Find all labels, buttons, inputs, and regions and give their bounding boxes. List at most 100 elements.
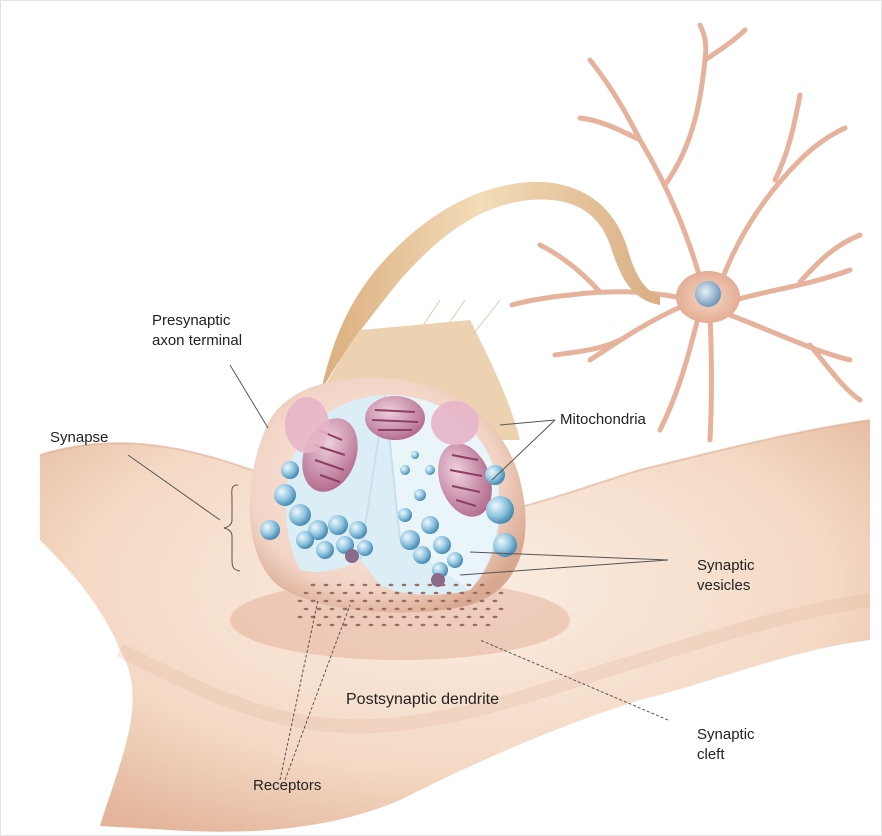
receptor-dot [363, 584, 368, 586]
receptor-dot [382, 624, 387, 626]
receptor-dot [486, 592, 491, 594]
receptor-dot [389, 600, 394, 602]
receptor-dot [356, 624, 361, 626]
receptor-dot [389, 584, 394, 586]
receptor-dot [460, 592, 465, 594]
receptor-dot [415, 600, 420, 602]
receptor-dot [460, 624, 465, 626]
receptor-dot [480, 600, 485, 602]
label-mitochondria: Mitochondria [560, 410, 646, 429]
receptor-dot [343, 592, 348, 594]
receptor-dot [389, 616, 394, 618]
receptor-dot [467, 600, 472, 602]
receptor-dot [454, 616, 459, 618]
receptor-dot [493, 600, 498, 602]
receptor-dot [317, 592, 322, 594]
receptor-dot [441, 616, 446, 618]
receptor-dot [486, 608, 491, 610]
label-presynaptic-line2: axon terminal [152, 331, 242, 350]
receptor-dot [486, 624, 491, 626]
receptor-dot [421, 592, 426, 594]
receptor-dot [480, 616, 485, 618]
receptor-dot [330, 608, 335, 610]
receptor-dot [343, 608, 348, 610]
receptor-dot [356, 608, 361, 610]
receptor-dot [324, 616, 329, 618]
receptor-dot [324, 584, 329, 586]
receptor-dot [382, 592, 387, 594]
receptor-dot [298, 616, 303, 618]
receptor-dot [395, 608, 400, 610]
receptor-dot [415, 616, 420, 618]
receptor-dot [369, 608, 374, 610]
label-presynaptic-line1: Presynaptic [152, 311, 230, 330]
receptor-dot [454, 600, 459, 602]
receptor-dot [330, 592, 335, 594]
receptor-dot [369, 592, 374, 594]
receptor-dot [467, 584, 472, 586]
receptor-dot [441, 600, 446, 602]
receptor-dot [402, 584, 407, 586]
receptor-dot [395, 592, 400, 594]
receptor-dot [441, 584, 446, 586]
receptor-dot [434, 624, 439, 626]
receptor-dot [350, 584, 355, 586]
receptor-dot [473, 592, 478, 594]
receptor-dot [408, 608, 413, 610]
receptor-dot [356, 592, 361, 594]
receptor-dot [311, 600, 316, 602]
label-cleft-line1: Synaptic [697, 725, 755, 744]
label-postsynaptic-dendrite: Postsynaptic dendrite [346, 690, 499, 709]
label-cleft-line2: cleft [697, 745, 725, 764]
receptor-dot [317, 624, 322, 626]
receptor-dot [499, 592, 504, 594]
receptor-dot [324, 600, 329, 602]
receptor-dot [395, 624, 400, 626]
receptor-dot [408, 592, 413, 594]
receptor-dot [337, 616, 342, 618]
receptor-dot [402, 616, 407, 618]
receptor-dot [428, 616, 433, 618]
receptor-dot [298, 600, 303, 602]
receptor-dot [317, 608, 322, 610]
receptor-dot [428, 584, 433, 586]
neuron [512, 25, 860, 440]
receptor-dot [454, 584, 459, 586]
receptor-dot [408, 624, 413, 626]
receptor-dot [376, 584, 381, 586]
receptor-dot [415, 584, 420, 586]
receptor-dot [382, 608, 387, 610]
receptor-dot [467, 616, 472, 618]
receptor-dot [460, 608, 465, 610]
label-receptors: Receptors [253, 776, 321, 795]
receptor-dot [369, 624, 374, 626]
receptor-dot [350, 616, 355, 618]
receptor-dot [330, 624, 335, 626]
label-vesicles-line2: vesicles [697, 576, 750, 595]
receptor-dot [493, 616, 498, 618]
receptor-dot [480, 584, 485, 586]
label-synapse: Synapse [50, 428, 108, 447]
receptor-dot [304, 608, 309, 610]
receptor-dot [363, 600, 368, 602]
receptor-dot [376, 616, 381, 618]
receptor-dot [473, 608, 478, 610]
receptor-dot [376, 600, 381, 602]
receptor-dot [311, 584, 316, 586]
receptor-dot [337, 584, 342, 586]
receptor-dot [434, 592, 439, 594]
receptor-dot [434, 608, 439, 610]
receptor-dot [473, 624, 478, 626]
receptor-dot [421, 624, 426, 626]
receptor-dot [447, 624, 452, 626]
receptor-dot [304, 592, 309, 594]
receptor-dot [447, 592, 452, 594]
receptor-dot [337, 600, 342, 602]
receptor-dot [428, 600, 433, 602]
label-vesicles-line1: Synaptic [697, 556, 755, 575]
receptor-dot [499, 608, 504, 610]
receptor-dot [402, 600, 407, 602]
receptor-dot [421, 608, 426, 610]
